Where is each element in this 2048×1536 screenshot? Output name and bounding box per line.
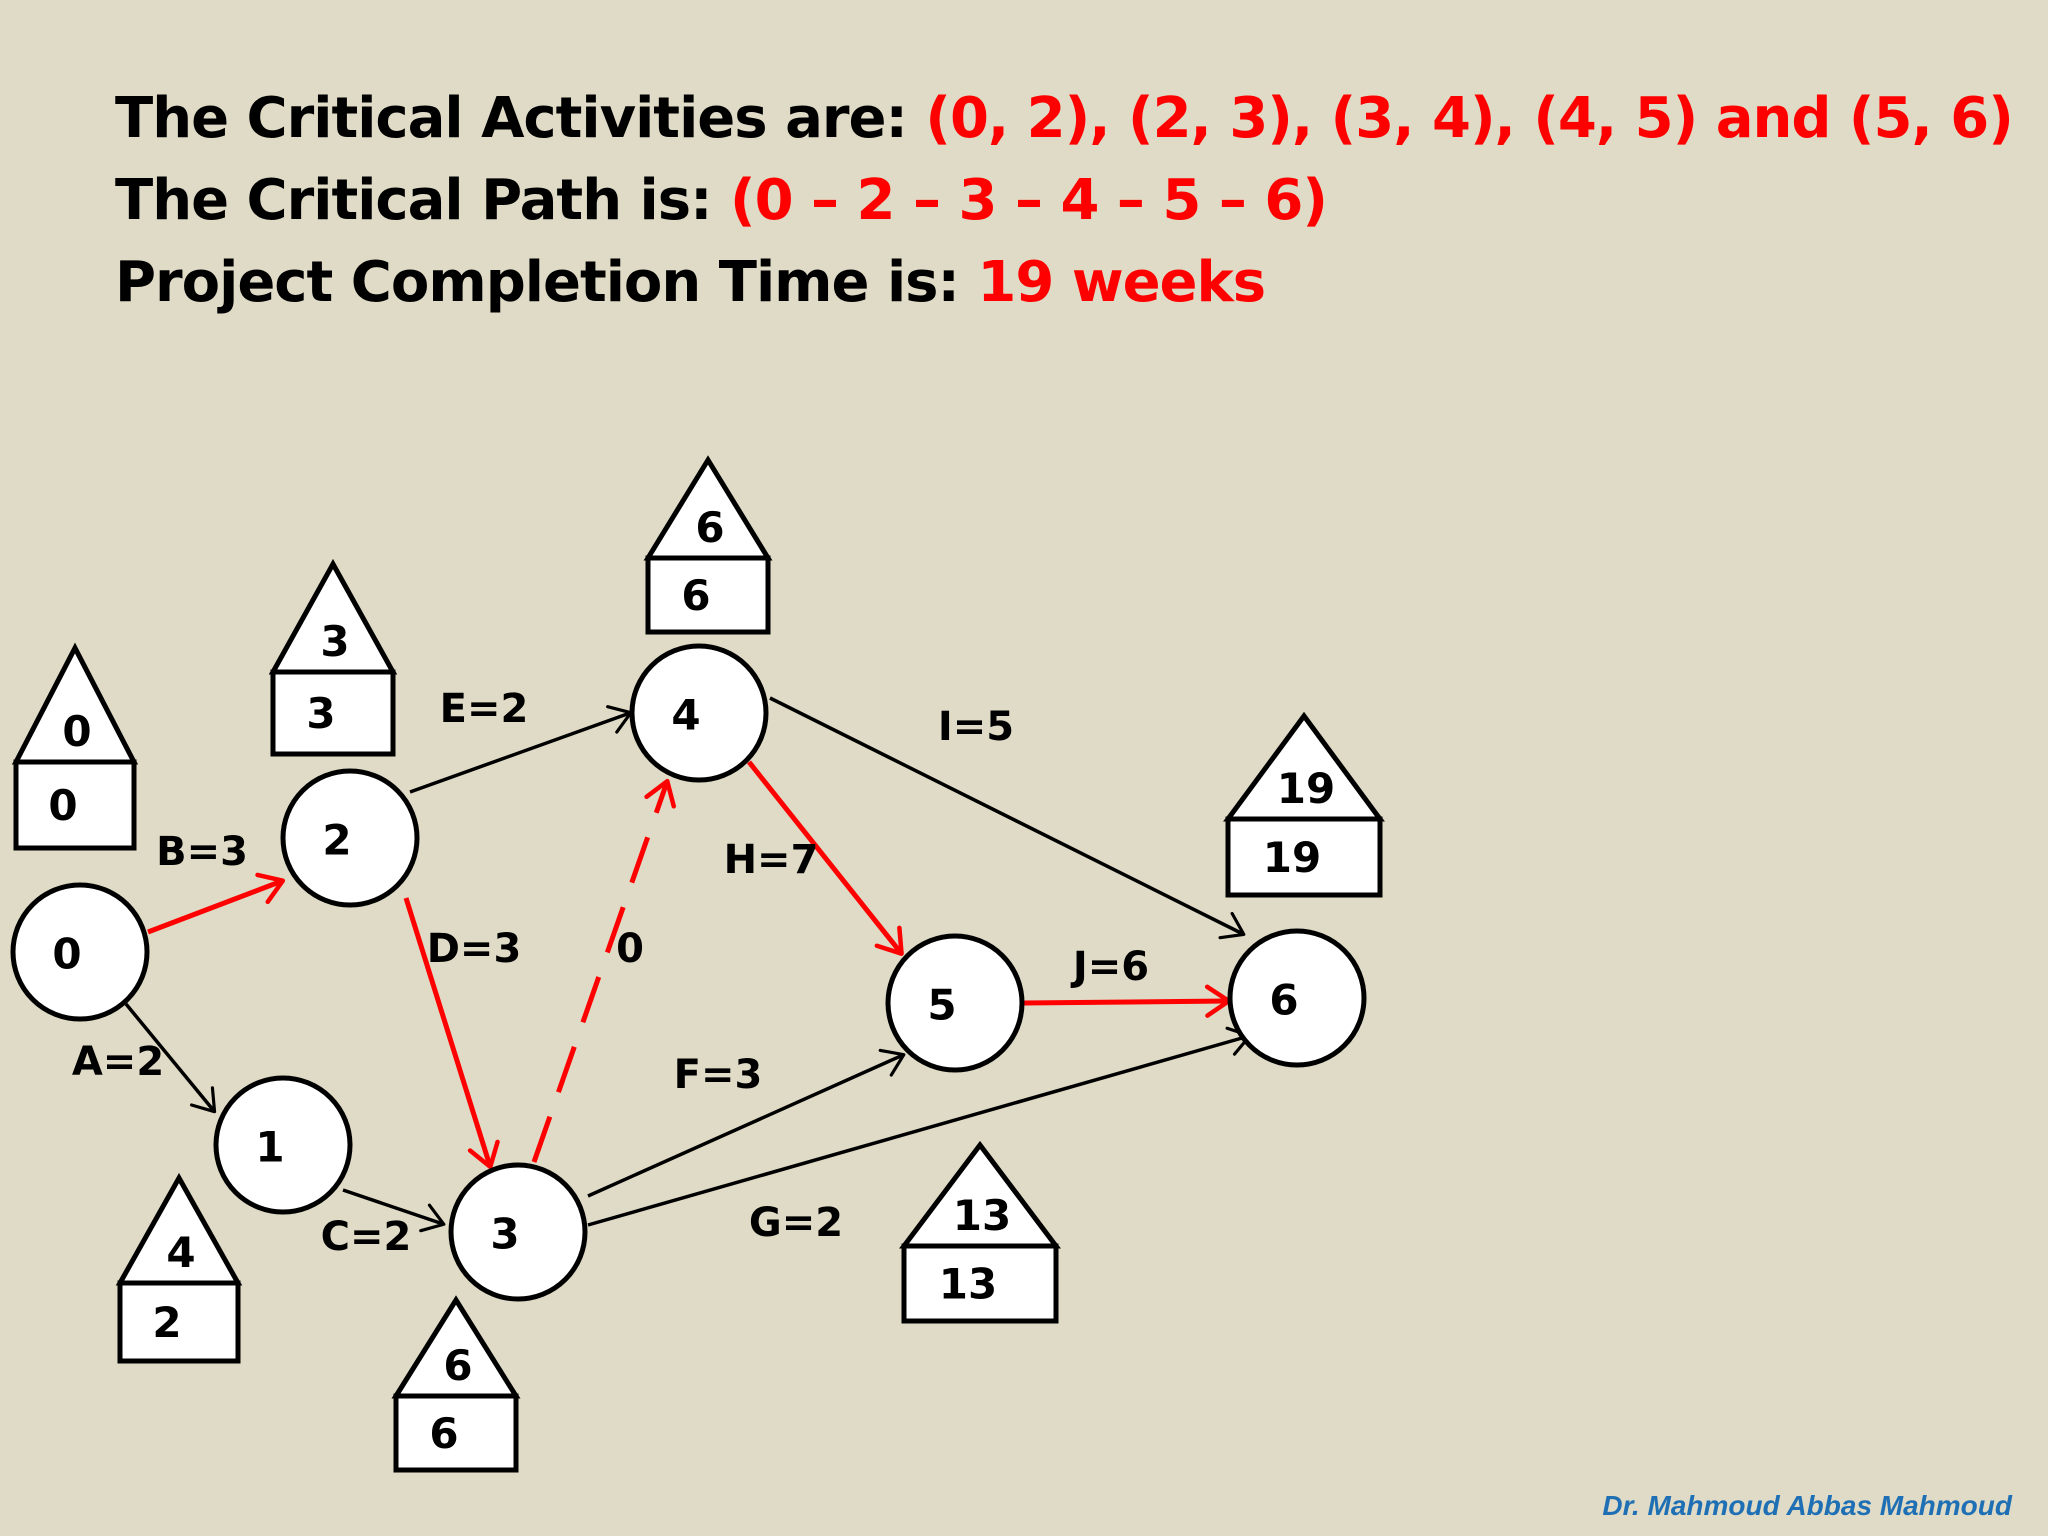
latest-time-value: 6 bbox=[443, 1341, 472, 1390]
earliest-time-box bbox=[645, 555, 771, 635]
heading-block: The Critical Activities are: (0, 2), (2,… bbox=[115, 78, 2014, 324]
event-circle bbox=[10, 882, 150, 1022]
activity-label-a: A=2 bbox=[72, 1039, 164, 1085]
latest-time-value: 13 bbox=[953, 1191, 1011, 1240]
earliest-time-box bbox=[1225, 816, 1383, 898]
time-box-2: 33 bbox=[268, 558, 398, 757]
activity-label-f: F=3 bbox=[674, 1052, 763, 1098]
activity-label-dummy: 0 bbox=[616, 926, 644, 972]
earliest-time-box bbox=[393, 1393, 519, 1473]
event-node-3: 3 bbox=[448, 1162, 588, 1302]
event-number: 5 bbox=[927, 981, 956, 1030]
activity-labels: A=2 B=3C=2 D=3 E=2 0F=3G=2 H=7 I=5J=6 bbox=[72, 686, 1149, 1260]
earliest-time-box bbox=[117, 1280, 241, 1364]
activity-label-i: I=5 bbox=[938, 704, 1014, 750]
event-circle bbox=[448, 1162, 588, 1302]
critical-activities-value: (0, 2), (2, 3), (3, 4), (4, 5) and (5, 6… bbox=[925, 86, 2013, 151]
activity-arrow-g bbox=[587, 1026, 1252, 1227]
activity-label-e: E=2 bbox=[440, 686, 529, 732]
earliest-time-value: 6 bbox=[681, 571, 710, 620]
activity-arrow-c bbox=[342, 1188, 446, 1233]
activity-arrow-dummy bbox=[531, 778, 677, 1163]
activity-label-j: J=6 bbox=[1070, 944, 1149, 990]
event-circle bbox=[885, 933, 1025, 1073]
latest-time-value: 4 bbox=[166, 1228, 195, 1277]
earliest-time-box bbox=[270, 669, 396, 757]
event-node-6: 6 bbox=[1227, 928, 1367, 1068]
event-node-4: 4 bbox=[629, 643, 769, 783]
activity-label-h: H=7 bbox=[724, 837, 819, 883]
event-circle bbox=[213, 1075, 353, 1215]
earliest-time-value: 19 bbox=[1263, 833, 1321, 882]
activity-arrow-j bbox=[1023, 984, 1232, 1018]
activity-arrow-h bbox=[747, 760, 904, 956]
earliest-time-value: 2 bbox=[152, 1298, 181, 1347]
activity-arrow-e bbox=[409, 705, 633, 794]
time-box-4: 66 bbox=[643, 455, 773, 635]
completion-time-value: 19 weeks bbox=[977, 250, 1266, 315]
time-box-3: 66 bbox=[391, 1295, 521, 1473]
activity-label-d: D=3 bbox=[427, 926, 522, 972]
earliest-time-value: 6 bbox=[429, 1409, 458, 1458]
activity-arrow-f bbox=[587, 1048, 906, 1198]
event-number: 6 bbox=[1269, 976, 1298, 1025]
activity-arrow-d bbox=[403, 897, 500, 1170]
time-box-0: 00 bbox=[11, 642, 139, 851]
critical-activities-line: The Critical Activities are: (0, 2), (2,… bbox=[115, 78, 2014, 160]
latest-time-value: 3 bbox=[320, 617, 349, 666]
activities-layer bbox=[124, 696, 1252, 1233]
activity-label-b: B=3 bbox=[156, 829, 248, 875]
event-node-5: 5 bbox=[885, 933, 1025, 1073]
event-number: 4 bbox=[671, 691, 700, 740]
event-circle bbox=[629, 643, 769, 783]
event-circle bbox=[1227, 928, 1367, 1068]
critical-path-line: The Critical Path is: (0 – 2 – 3 – 4 – 5… bbox=[115, 160, 2013, 242]
earliest-time-value: 3 bbox=[306, 689, 335, 738]
latest-time-value: 6 bbox=[695, 503, 724, 552]
activity-label-c: C=2 bbox=[321, 1214, 412, 1260]
event-node-0: 0 bbox=[10, 882, 150, 1022]
critical-activities-label: The Critical Activities are: bbox=[115, 86, 926, 151]
critical-path-value: (0 – 2 – 3 – 4 – 5 – 6) bbox=[729, 168, 1328, 233]
activity-arrow-b bbox=[147, 872, 286, 935]
completion-time-label: Project Completion Time is: bbox=[115, 250, 978, 315]
author-credit: Dr. Mahmoud Abbas Mahmoud bbox=[1602, 1490, 2012, 1521]
latest-time-value: 0 bbox=[62, 707, 91, 756]
earliest-time-value: 0 bbox=[48, 781, 77, 830]
event-number: 1 bbox=[255, 1123, 284, 1172]
completion-time-line: Project Completion Time is: 19 weeks bbox=[115, 242, 2013, 324]
activity-label-g: G=2 bbox=[749, 1200, 843, 1246]
earliest-time-box bbox=[13, 759, 137, 851]
critical-path-label: The Critical Path is: bbox=[115, 168, 730, 233]
events-layer: 0 1 2 3 4 5 6 bbox=[10, 643, 1367, 1302]
event-node-2: 2 bbox=[280, 768, 420, 908]
activity-arrow-i bbox=[769, 696, 1246, 940]
time-box-1: 42 bbox=[115, 1172, 243, 1364]
latest-time-value: 19 bbox=[1277, 764, 1335, 813]
event-node-1: 1 bbox=[213, 1075, 353, 1215]
earliest-time-value: 13 bbox=[939, 1260, 997, 1309]
event-number: 3 bbox=[490, 1210, 519, 1259]
event-circle bbox=[280, 768, 420, 908]
earliest-time-box bbox=[901, 1243, 1059, 1324]
event-number: 2 bbox=[322, 816, 351, 865]
activity-arrow-a bbox=[124, 1002, 217, 1114]
event-number: 0 bbox=[52, 930, 81, 979]
